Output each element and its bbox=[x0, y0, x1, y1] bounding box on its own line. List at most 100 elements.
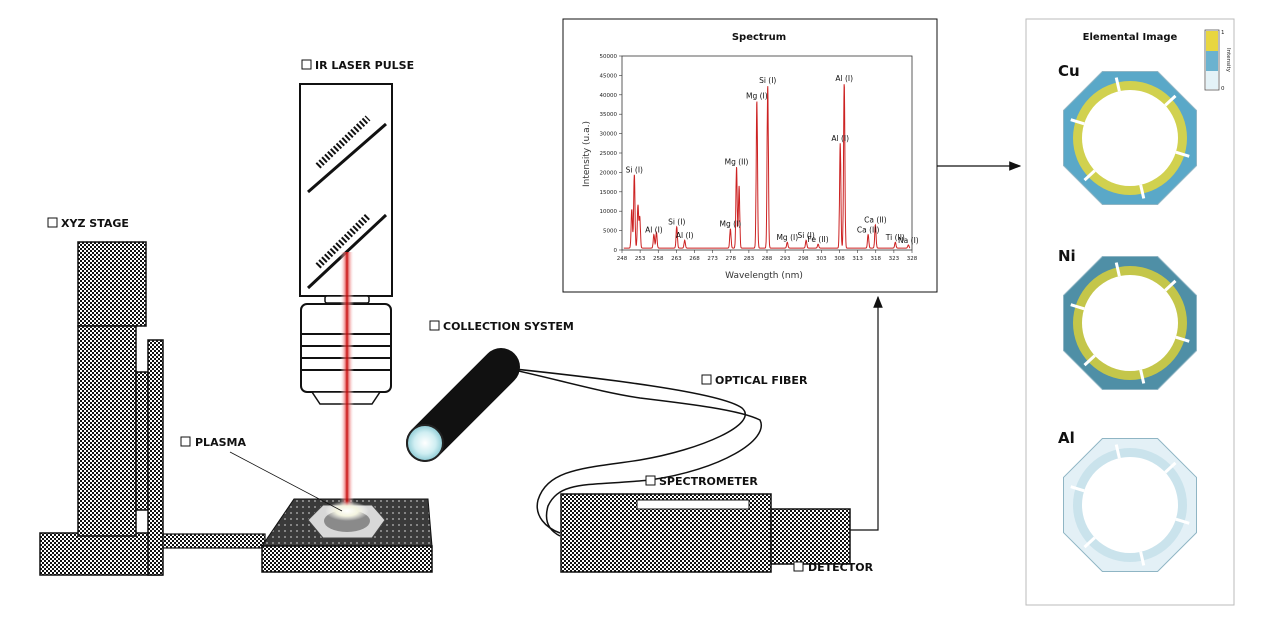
peak-label: Ca (II) bbox=[857, 225, 880, 234]
colorbar: 1 0 Intensity bbox=[1204, 29, 1231, 92]
map-notch bbox=[1164, 94, 1177, 107]
x-tick-label: 263 bbox=[671, 256, 682, 262]
peak-label: Si (I) bbox=[626, 165, 643, 174]
peak-label: Al (I) bbox=[835, 74, 853, 83]
spectrum-line bbox=[623, 84, 911, 249]
map-notch bbox=[1175, 517, 1190, 525]
x-tick-label: 323 bbox=[889, 256, 900, 262]
peak-label: Ti (II) bbox=[885, 233, 905, 242]
label-ir-laser-pulse: IR LASER PULSE bbox=[301, 59, 414, 72]
label-xyz-stage: XYZ STAGE bbox=[47, 217, 129, 230]
map-notch bbox=[1164, 461, 1177, 474]
peak-label: Ca (II) bbox=[864, 216, 887, 225]
spectrum-ticks: 248 253 258 263 268 273 278 283 288 293 298 303 308 3… bbox=[600, 54, 918, 262]
map-notch bbox=[1114, 444, 1121, 459]
label-collection-system: COLLECTION SYSTEM bbox=[429, 320, 574, 333]
spectrum-ylabel: Intensity (u.a.) bbox=[582, 121, 592, 187]
peak-label: Si (I) bbox=[798, 231, 815, 240]
x-tick-label: 298 bbox=[798, 256, 809, 262]
x-tick-label: 283 bbox=[744, 256, 755, 262]
y-tick-label: 25000 bbox=[600, 151, 618, 157]
map-notch bbox=[1139, 369, 1146, 384]
optical-fiber-text: OPTICAL FIBER bbox=[715, 374, 808, 387]
peak-label: Si (I) bbox=[759, 76, 776, 85]
y-tick-label: 10000 bbox=[600, 209, 618, 215]
x-tick-label: 308 bbox=[834, 256, 845, 262]
map-notch bbox=[1139, 184, 1146, 199]
map-notch bbox=[1114, 262, 1121, 277]
x-tick-label: 273 bbox=[707, 256, 718, 262]
y-tick-label: 45000 bbox=[600, 73, 618, 79]
peak-label: Mg (I) bbox=[720, 220, 742, 229]
map-center bbox=[1082, 275, 1178, 371]
x-tick-label: 288 bbox=[762, 256, 773, 262]
peak-label: Al (I) bbox=[831, 134, 849, 143]
map-notch bbox=[1083, 169, 1096, 182]
y-tick-label: 20000 bbox=[600, 170, 618, 176]
peak-label: Mg (I) bbox=[746, 92, 768, 101]
x-tick-label: 268 bbox=[689, 256, 700, 262]
colorbar-label: Intensity bbox=[1225, 48, 1231, 73]
y-tick-label: 0 bbox=[614, 248, 618, 254]
elemental-image-title: Elemental Image bbox=[1083, 32, 1178, 43]
elemental-map-ni: Ni bbox=[1058, 247, 1197, 390]
x-tick-label: 318 bbox=[871, 256, 882, 262]
map-center bbox=[1082, 90, 1178, 186]
label-plasma: PLASMA bbox=[180, 436, 343, 512]
spectrum-panel: Spectrum Wavelength (nm) Intensity (u.a.… bbox=[562, 18, 938, 293]
spectrum-peak-labels: Si (I) Al (I) Si (I) Al (I) Mg (I) Mg (II) Mg … bbox=[626, 74, 919, 245]
elemental-map-cu: Cu bbox=[1058, 62, 1197, 205]
y-tick-label: 30000 bbox=[600, 132, 618, 138]
x-tick-label: 253 bbox=[635, 256, 646, 262]
spectrometer bbox=[560, 493, 851, 573]
peak-label: Mg (II) bbox=[725, 158, 749, 167]
peak-label: Si (I) bbox=[668, 218, 685, 227]
map-notch bbox=[1175, 150, 1190, 158]
y-tick-label: 15000 bbox=[600, 190, 618, 196]
label-optical-fiber: OPTICAL FIBER bbox=[701, 374, 808, 387]
map-notch bbox=[1114, 77, 1121, 92]
peak-label: Mg (I) bbox=[776, 233, 798, 242]
x-tick-label: 303 bbox=[816, 256, 827, 262]
map-notch bbox=[1070, 118, 1085, 126]
laser-beam bbox=[340, 252, 354, 514]
x-tick-label: 328 bbox=[907, 256, 918, 262]
colorbar-max: 1 bbox=[1221, 30, 1225, 36]
map-notch bbox=[1070, 303, 1085, 311]
spectrum-xlabel: Wavelength (nm) bbox=[725, 271, 803, 281]
plasma-glow bbox=[325, 501, 369, 521]
plasma-text: PLASMA bbox=[195, 436, 246, 449]
collection-system bbox=[406, 348, 763, 537]
map-notch bbox=[1164, 279, 1177, 292]
element-label: Cu bbox=[1058, 62, 1080, 80]
y-tick-label: 50000 bbox=[600, 54, 618, 60]
x-tick-label: 258 bbox=[653, 256, 664, 262]
element-label: Ni bbox=[1058, 247, 1076, 265]
elemental-map-al: Al bbox=[1058, 429, 1197, 572]
y-tick-label: 40000 bbox=[600, 93, 618, 99]
spectrometer-text: SPECTROMETER bbox=[659, 475, 758, 488]
signal-path bbox=[850, 295, 883, 531]
x-tick-label: 278 bbox=[726, 256, 737, 262]
spectrum-title: Spectrum bbox=[732, 32, 786, 43]
x-tick-label: 248 bbox=[617, 256, 628, 262]
peak-label: Al (I) bbox=[676, 231, 694, 240]
map-notch bbox=[1139, 551, 1146, 566]
map-notch bbox=[1070, 485, 1085, 493]
x-tick-label: 293 bbox=[780, 256, 791, 262]
peak-label: Al (I) bbox=[645, 225, 663, 234]
xyz-stage bbox=[39, 241, 266, 576]
xyz-stage-text: XYZ STAGE bbox=[61, 217, 129, 230]
y-tick-label: 35000 bbox=[600, 112, 618, 118]
y-tick-label: 5000 bbox=[603, 229, 617, 235]
label-detector: DETECTOR bbox=[793, 561, 874, 574]
detector-text: DETECTOR bbox=[808, 561, 874, 574]
colorbar-min: 0 bbox=[1221, 86, 1225, 92]
map-center bbox=[1082, 457, 1178, 553]
ir-laser-pulse-text: IR LASER PULSE bbox=[315, 59, 414, 72]
collection-system-text: COLLECTION SYSTEM bbox=[443, 320, 574, 333]
map-notch bbox=[1083, 354, 1096, 367]
